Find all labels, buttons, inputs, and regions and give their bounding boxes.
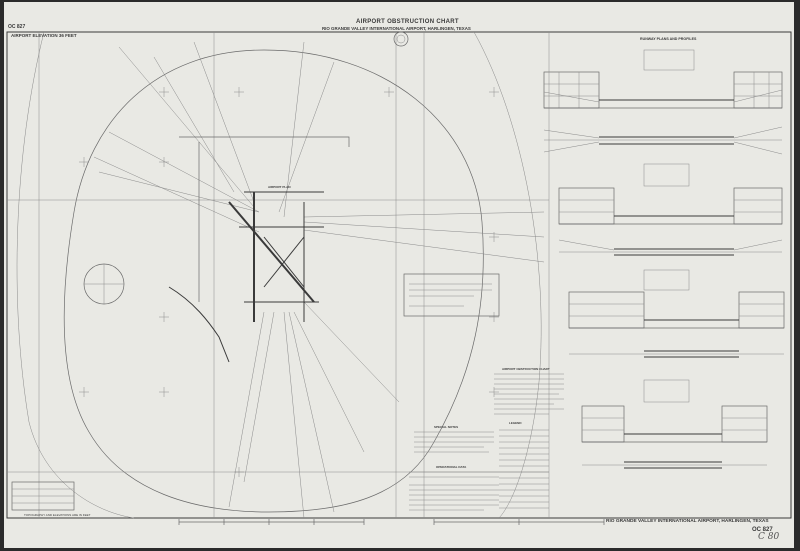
legend-heading: LEGEND [509, 421, 522, 425]
runway-profile-3 [568, 269, 785, 358]
agency-seal [393, 31, 409, 47]
horizontal-surface-boundary [63, 49, 484, 513]
runway-profile-4 [581, 379, 768, 469]
approach-surfaces [93, 41, 545, 519]
conical-surface-right [473, 31, 542, 519]
runway-profile-2 [558, 163, 783, 256]
runway-profiles-heading: RUNWAY PLANS AND PROFILES [640, 37, 697, 41]
chart-linework [6, 31, 792, 525]
compass-rose [83, 263, 125, 305]
bottom-left-note: TOPOGRAPHY AND ELEVATIONS ARE IN FEET [24, 513, 91, 517]
obstruction-description-text [494, 373, 564, 415]
sheet-number-bottom: OC 827 [752, 527, 773, 533]
obstruction-chart-heading: AIRPORT OBSTRUCTION CHART [502, 367, 550, 371]
bottom-right-title: RIO GRANDE VALLEY INTERNATIONAL AIRPORT,… [606, 519, 769, 524]
airport-plan-label: AIRPORT PLAN [268, 185, 291, 189]
chart-title: AIRPORT OBSTRUCTION CHART [356, 19, 459, 25]
operational-data-text [409, 471, 499, 511]
note-box [403, 273, 500, 317]
sheet-number-top: OC 827 [8, 24, 26, 30]
operational-data-heading: OPERATIONAL DATA [436, 465, 467, 469]
handwritten-stamp: C 80 [758, 532, 780, 542]
graticule-ticks [79, 87, 499, 477]
airport-elevation-label: AIRPORT ELEVATION 36 FEET [11, 33, 77, 38]
special-notes-heading: SPECIAL NOTES [434, 425, 459, 429]
legend-entries [499, 429, 549, 509]
map-frame [6, 31, 792, 519]
road [168, 286, 230, 363]
runway-profile-1 [543, 49, 783, 155]
special-notes-text [414, 431, 494, 453]
scale-bar [178, 519, 605, 525]
conical-surface-left [16, 31, 135, 519]
chart-subtitle: RIO GRANDE VALLEY INTERNATIONAL AIRPORT,… [322, 26, 471, 31]
runways [228, 191, 324, 322]
chart-sheet: OC 827 AIRPORT OBSTRUCTION CHART RIO GRA… [4, 2, 794, 548]
